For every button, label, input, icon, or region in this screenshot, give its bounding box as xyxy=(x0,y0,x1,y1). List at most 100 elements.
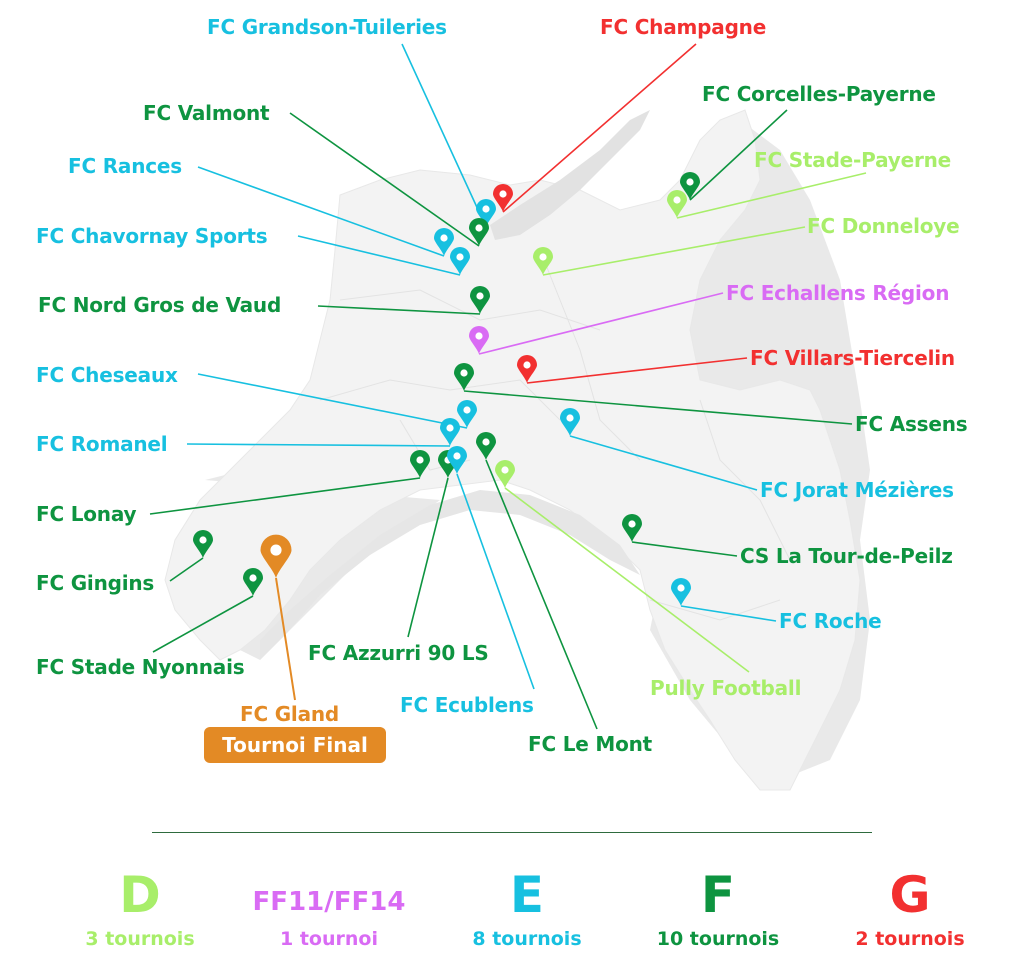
map-pin-icon-fc-donneloye[interactable] xyxy=(533,247,553,275)
leader-line-pully-football xyxy=(504,487,750,673)
label-ecublens[interactable]: FC Ecublens xyxy=(400,693,534,717)
legend-item-ff: FF11/FF14 1 tournoi xyxy=(234,868,424,950)
leader-line-fc-rances xyxy=(197,166,445,257)
map-pin-icon-fc-roche[interactable] xyxy=(671,578,691,606)
leader-line-fc-gingins xyxy=(169,557,204,582)
map-pin-icon-fc-lonay[interactable] xyxy=(410,450,430,478)
leader-line-fc-stade-payerne xyxy=(676,172,867,219)
map-pin-dot-fc-rances xyxy=(440,234,448,242)
map-land xyxy=(164,109,861,791)
label-echallens-region[interactable]: FC Echallens Région xyxy=(726,281,950,305)
map-pin-dot-fc-donneloye xyxy=(539,253,547,261)
tournoi-final-badge: Tournoi Final xyxy=(204,727,386,763)
map-pin-dot-fc-gingins xyxy=(199,536,207,544)
map-pin-icon-fc-gland[interactable] xyxy=(260,534,292,578)
map-pin-icon-pully-football[interactable] xyxy=(495,460,515,488)
label-cheseaux[interactable]: FC Cheseaux xyxy=(36,363,178,387)
map-pin-icon-fc-nord-gros-de-vaud[interactable] xyxy=(470,286,490,314)
map-pin-icon-fc-assens[interactable] xyxy=(454,363,474,391)
label-lonay[interactable]: FC Lonay xyxy=(36,502,137,526)
leader-line-fc-stade-nyonnais xyxy=(152,595,254,653)
lake-neuchatel xyxy=(490,110,650,240)
leader-line-fc-corcelles-payerne xyxy=(689,109,788,201)
label-chavornay-sports[interactable]: FC Chavornay Sports xyxy=(36,224,268,248)
legend-count-f: 10 tournois xyxy=(656,928,780,950)
map-pin-icon-fc-ecublens[interactable] xyxy=(447,446,467,474)
label-valmont[interactable]: FC Valmont xyxy=(143,101,270,125)
label-nord-gros-de-vaud[interactable]: FC Nord Gros de Vaud xyxy=(38,293,282,317)
label-corcelles-payerne[interactable]: FC Corcelles-Payerne xyxy=(702,82,936,106)
map-pin-icon-fc-corcelles-payerne[interactable] xyxy=(680,172,700,200)
map-pin-dot-fc-grandson-tuileries xyxy=(482,205,490,213)
label-romanel[interactable]: FC Romanel xyxy=(36,432,168,456)
map-pin-icon-fc-champagne[interactable] xyxy=(493,184,513,212)
label-stade-payerne[interactable]: FC Stade-Payerne xyxy=(754,148,952,172)
map-pin-dot-fc-lonay xyxy=(416,456,424,464)
label-rances[interactable]: FC Rances xyxy=(68,154,182,178)
legend-item-d: D 3 tournois xyxy=(45,868,235,950)
map-pin-icon-fc-romanel[interactable] xyxy=(440,418,460,446)
map-pin-dot-fc-echallens-region xyxy=(475,332,483,340)
map-pin-icon-fc-stade-nyonnais[interactable] xyxy=(243,568,263,596)
map-pin-icon-cs-la-tour-de-peilz[interactable] xyxy=(622,514,642,542)
map-pin-dot-fc-chavornay-sports xyxy=(456,253,464,261)
map-pin-icon-fc-chavornay-sports[interactable] xyxy=(450,247,470,275)
label-assens[interactable]: FC Assens xyxy=(855,412,968,436)
leader-line-fc-nord-gros-de-vaud xyxy=(317,305,481,315)
map-pin-dot-fc-cheseaux xyxy=(463,406,471,414)
leader-line-fc-donneloye xyxy=(542,226,806,276)
leader-line-fc-villars-tiercelin xyxy=(526,357,748,384)
map-pin-dot-fc-romanel xyxy=(446,424,454,432)
legend-count-ff: 1 tournoi xyxy=(280,928,378,950)
label-roche[interactable]: FC Roche xyxy=(779,609,882,633)
leader-line-fc-assens xyxy=(463,390,853,425)
legend-category-g: G xyxy=(889,866,931,924)
leader-line-fc-cheseaux xyxy=(197,373,468,429)
map-pin-icon-fc-grandson-tuileries[interactable] xyxy=(476,199,496,227)
leader-line-fc-lonay xyxy=(149,477,421,515)
label-la-tour-de-peilz[interactable]: CS La Tour-de-Peilz xyxy=(740,544,953,568)
label-gland[interactable]: FC Gland xyxy=(240,702,340,726)
map-pin-dot-fc-stade-payerne xyxy=(673,196,681,204)
label-le-mont[interactable]: FC Le Mont xyxy=(528,732,653,756)
map-pin-icon-fc-jorat-mezieres[interactable] xyxy=(560,408,580,436)
leader-line-fc-gland xyxy=(275,577,296,701)
pins xyxy=(193,172,700,606)
label-pully-football[interactable]: Pully Football xyxy=(650,676,802,700)
label-grandson-tuileries[interactable]: FC Grandson-Tuileries xyxy=(207,15,447,39)
map-pin-icon-fc-stade-payerne[interactable] xyxy=(667,190,687,218)
leader-line-fc-ecublens xyxy=(456,473,535,690)
map-pin-dot-fc-assens xyxy=(460,369,468,377)
legend-count-d: 3 tournois xyxy=(85,928,195,950)
map-pin-dot-fc-valmont xyxy=(475,224,483,232)
legend-count-g: 2 tournois xyxy=(855,928,965,950)
label-azzurri-90-ls[interactable]: FC Azzurri 90 LS xyxy=(308,641,489,665)
label-stade-nyonnais[interactable]: FC Stade Nyonnais xyxy=(36,655,245,679)
legend-category-ff: FF11/FF14 xyxy=(252,887,406,917)
label-gingins[interactable]: FC Gingins xyxy=(36,571,155,595)
map-pin-dot-cs-la-tour-de-peilz xyxy=(628,520,636,528)
map-pin-icon-fc-villars-tiercelin[interactable] xyxy=(517,355,537,383)
lake-leman xyxy=(260,490,640,660)
label-donneloye[interactable]: FC Donneloye xyxy=(807,214,960,238)
map-pin-icon-fc-echallens-region[interactable] xyxy=(469,326,489,354)
map-pin-icon-fc-gingins[interactable] xyxy=(193,530,213,558)
legend-category-d: D xyxy=(119,866,161,924)
map-pin-icon-fc-le-mont[interactable] xyxy=(476,432,496,460)
map-pin-icon-fc-cheseaux[interactable] xyxy=(457,400,477,428)
label-jorat-mezieres[interactable]: FC Jorat Mézières xyxy=(760,478,954,502)
map-pin-dot-fc-gland xyxy=(270,544,282,556)
map-pin-dot-fc-le-mont xyxy=(482,438,490,446)
label-champagne[interactable]: FC Champagne xyxy=(600,15,767,39)
leader-line-fc-roche xyxy=(680,605,777,622)
leader-line-fc-jorat-mezieres xyxy=(569,435,758,491)
leader-line-fc-valmont xyxy=(289,112,480,247)
canton-vaud-map xyxy=(164,109,870,791)
map-pin-icon-fc-valmont[interactable] xyxy=(469,218,489,246)
map-pin-dot-fc-villars-tiercelin xyxy=(523,361,531,369)
label-villars-tiercelin[interactable]: FC Villars-Tiercelin xyxy=(750,346,955,370)
map-pin-dot-fc-ecublens xyxy=(453,452,461,460)
map-pin-icon-fc-rances[interactable] xyxy=(434,228,454,256)
map-pin-dot-fc-roche xyxy=(677,584,685,592)
